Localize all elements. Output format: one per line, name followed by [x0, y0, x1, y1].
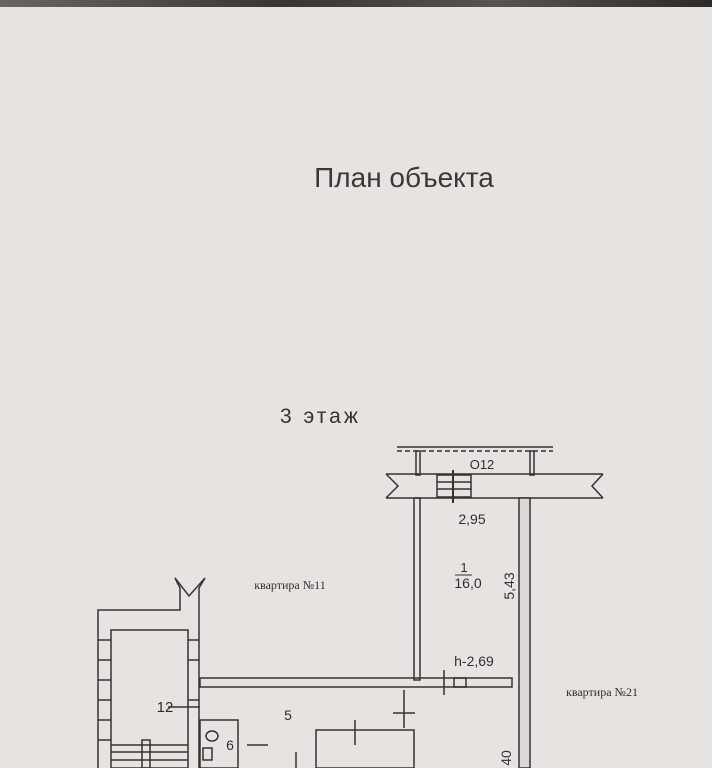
room-6-label: 6: [226, 737, 234, 753]
room-1-walls: [199, 497, 531, 768]
photo-edge: [0, 0, 712, 7]
partial-dimension: 40: [498, 750, 514, 766]
room-lower: [295, 690, 415, 768]
floor-label: 3 этаж: [280, 405, 361, 428]
neighbor-apartment-21: квартира №21: [566, 685, 638, 699]
room-12-label: 12: [157, 699, 174, 716]
room-6: [199, 719, 268, 768]
room1-area: 16,0: [454, 575, 481, 591]
ceiling-height: h-2,69: [454, 653, 494, 669]
balcony: [397, 446, 553, 476]
balcony-label: О12: [470, 457, 495, 472]
room1-number: 1: [460, 560, 467, 575]
room1-length: 5,43: [501, 572, 517, 599]
page-title: План объекта: [314, 162, 494, 193]
outer-wall: [385, 470, 604, 503]
neighbor-apartment-11: квартира №11: [254, 578, 326, 592]
stairwell: [97, 577, 206, 768]
room1-width: 2,95: [458, 511, 485, 527]
room-5-label: 5: [284, 707, 292, 723]
